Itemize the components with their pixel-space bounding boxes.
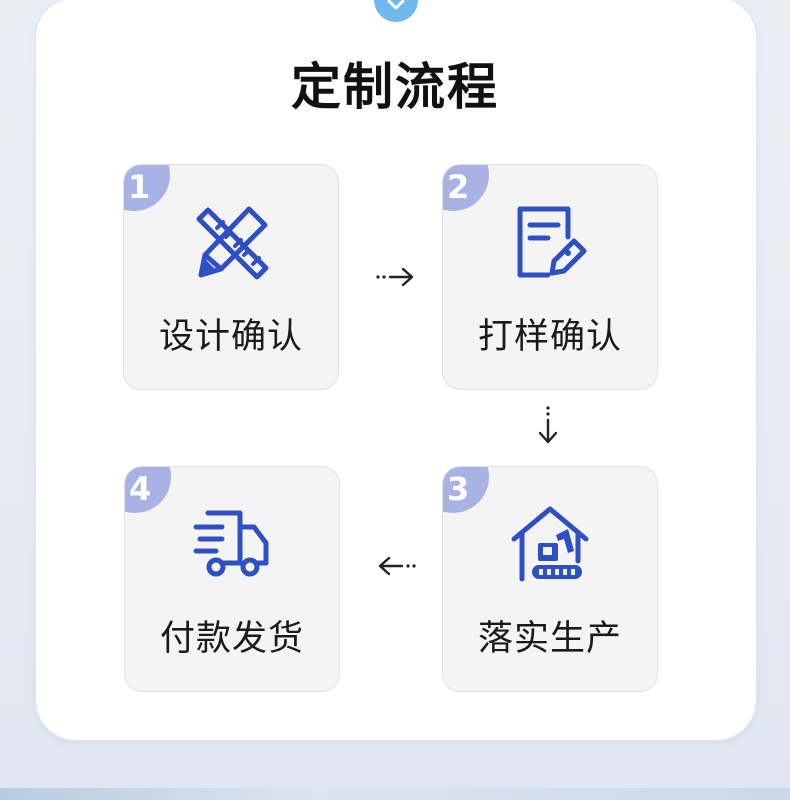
step-card-sample: 2 打样确认 [442, 164, 658, 390]
step-label: 付款发货 [159, 619, 304, 659]
step-label: 打样确认 [477, 317, 622, 357]
step-label: 设计确认 [158, 317, 303, 357]
bottom-strip [0, 788, 790, 800]
step-number-badge: 2 [443, 165, 489, 211]
chevron-down-icon [387, 0, 405, 10]
arrow-left-icon [378, 556, 416, 576]
factory-excavator-icon [511, 506, 589, 582]
step-card-design: 1 设计确认 [123, 164, 339, 390]
step-number-badge: 3 [443, 467, 489, 513]
arrow-right-icon [376, 267, 414, 287]
pencil-ruler-icon [196, 206, 269, 280]
page-title: 定制流程 [291, 58, 499, 116]
top-badge [374, 0, 418, 22]
step-card-production: 3 落实生产 [442, 466, 658, 692]
delivery-truck-icon [193, 510, 269, 577]
step-number-badge: 4 [125, 467, 171, 513]
step-number-badge: 1 [124, 165, 170, 211]
step-card-shipping: 4 付款发货 [124, 466, 340, 692]
document-edit-icon [517, 206, 587, 278]
arrow-down-icon [538, 406, 558, 444]
step-label: 落实生产 [477, 619, 622, 659]
